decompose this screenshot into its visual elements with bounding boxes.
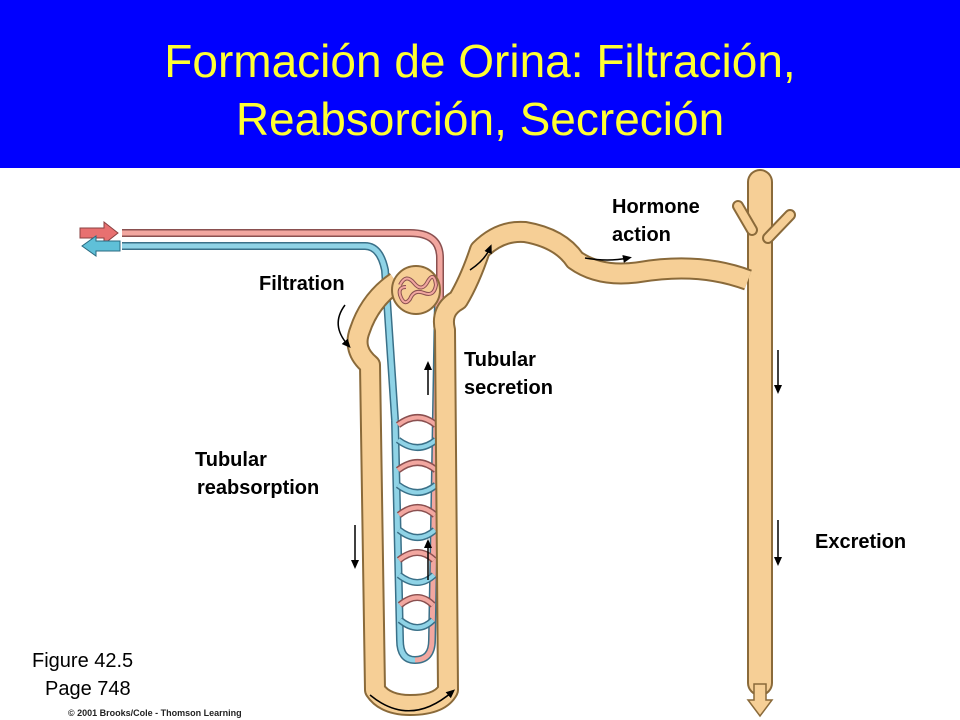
excretion-output-arrow bbox=[746, 683, 774, 718]
tubular-secretion-line-2: secretion bbox=[464, 377, 553, 399]
figure-number: Figure 42.5 bbox=[32, 650, 134, 672]
hormone-action-line-1: Hormone bbox=[612, 196, 700, 218]
hormone-action-label: Hormone action bbox=[612, 193, 700, 249]
loop-bottom-arrow bbox=[369, 689, 456, 712]
blood-in-arrow bbox=[79, 220, 119, 246]
glomerulus bbox=[391, 265, 441, 315]
filtration-label: Filtration bbox=[259, 270, 345, 298]
tubular-secretion-label: Tubular secretion bbox=[464, 346, 553, 402]
afferent-vessel bbox=[122, 229, 444, 300]
copyright-notice: © 2001 Brooks/Cole - Thomson Learning bbox=[68, 708, 242, 718]
tubular-reabsorption-label: Tubular reabsorption bbox=[195, 446, 319, 502]
tubular-reabsorption-line-1: Tubular bbox=[195, 449, 267, 471]
hormone-action-line-2: action bbox=[612, 224, 671, 246]
excretion-label: Excretion bbox=[815, 528, 906, 556]
collecting-duct bbox=[732, 169, 796, 696]
nephron-tubule bbox=[346, 220, 752, 716]
slide-title-line-2: Reabsorción, Secreción bbox=[235, 93, 725, 145]
filtration-curved-arrow bbox=[337, 304, 351, 348]
slide-title-line-1: Formación de Orina: Filtración, bbox=[164, 35, 796, 87]
page-number: Page 748 bbox=[45, 678, 131, 700]
filtration-text: Filtration bbox=[259, 273, 345, 295]
excretion-text: Excretion bbox=[815, 531, 907, 553]
peritubular-capillaries bbox=[391, 299, 442, 665]
blood-out-arrow bbox=[81, 235, 121, 257]
efferent-vessel bbox=[122, 242, 399, 421]
tubular-flow-arrow bbox=[469, 244, 492, 271]
slide-title: Formación de Orina: Filtración, Reabsorc… bbox=[0, 32, 960, 148]
tubular-secretion-line-1: Tubular bbox=[464, 349, 536, 371]
tubular-reabsorption-line-2: reabsorption bbox=[197, 477, 320, 499]
title-bar bbox=[0, 0, 960, 168]
hormone-flow-arrow bbox=[584, 255, 632, 263]
flow-arrows bbox=[337, 244, 782, 712]
